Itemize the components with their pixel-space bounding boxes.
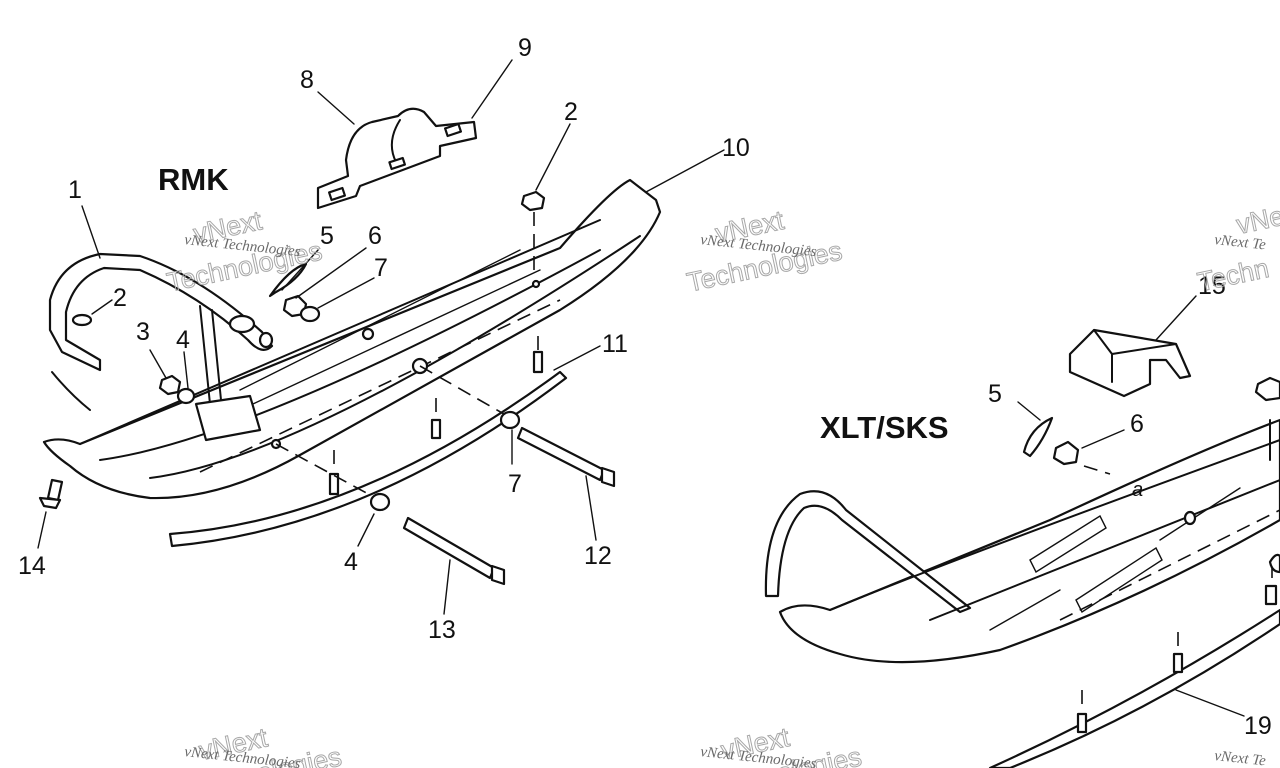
ski-saddle-xlt — [1068, 328, 1192, 398]
callout-4-lower: 4 — [344, 548, 358, 576]
svg-text:a: a — [1132, 479, 1143, 501]
callout-6-left: 6 — [368, 222, 382, 250]
xlt-sks-ski-assembly: a — [764, 295, 1280, 768]
callout-10: 10 — [722, 134, 750, 162]
callout-5-right: 5 — [988, 380, 1002, 408]
callout-13: 13 — [428, 616, 456, 644]
mount-bolt — [402, 516, 496, 580]
wear-bar — [168, 370, 568, 548]
washer-lower-bolt — [369, 492, 391, 512]
callout-1: 1 — [68, 176, 82, 204]
callout-6-right: 6 — [1130, 410, 1144, 438]
ski-loop-xlt — [764, 490, 972, 614]
callout-7-lower: 7 — [508, 470, 522, 498]
callout-5-left: 5 — [320, 222, 334, 250]
svg-text:vNext: vNext — [1234, 196, 1280, 240]
ski-saddle — [316, 107, 478, 210]
callout-12: 12 — [584, 542, 612, 570]
callout-3: 3 — [136, 318, 150, 346]
watermark-text-bottom-right: vNext Te — [1214, 748, 1267, 768]
ski-nut-top — [520, 190, 546, 212]
callout-15: 15 — [1198, 272, 1226, 300]
ski-body-xlt — [778, 418, 1280, 664]
washer-upper — [176, 387, 196, 405]
callout-14: 14 — [18, 552, 46, 580]
model-label-xlt-sks: XLT/SKS — [820, 410, 949, 445]
nut-small — [158, 374, 182, 396]
callout-11: 11 — [602, 330, 628, 358]
ski-loop-rmk — [48, 252, 274, 372]
model-label-rmk: RMK — [158, 162, 229, 197]
callout-2-right: 2 — [564, 98, 578, 126]
callout-7-upper: 7 — [374, 254, 388, 282]
rmk-ski-assembly — [37, 59, 725, 615]
washer-lower-rmk — [499, 410, 521, 430]
callout-9: 9 — [518, 34, 532, 62]
watermark-text-top-right: vNext Te — [1214, 232, 1267, 253]
callout-2-left: 2 — [113, 284, 127, 312]
svg-text:Techn: Techn — [1195, 253, 1272, 297]
callout-8: 8 — [300, 66, 314, 94]
spindle-bolt — [516, 426, 606, 482]
ski-body-rmk — [42, 178, 662, 500]
callout-4-upper: 4 — [176, 326, 190, 354]
washer-rmk — [299, 305, 321, 323]
callout-19: 19 — [1244, 712, 1272, 740]
pivot-cap — [71, 313, 93, 327]
cotter-pin-xlt — [1022, 416, 1054, 458]
screw-14 — [46, 478, 64, 502]
castle-nut-xlt — [1052, 440, 1080, 466]
